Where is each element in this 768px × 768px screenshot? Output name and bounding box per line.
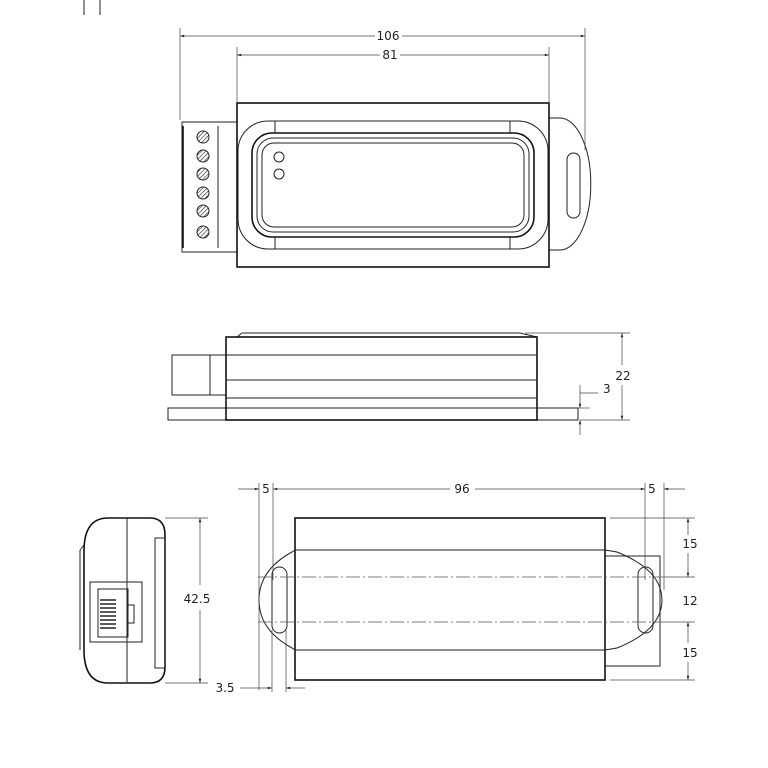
side-view: 22 3 <box>167 332 631 435</box>
dim-body-length: 81 <box>382 48 397 62</box>
base-plate <box>258 549 663 651</box>
terminal-block <box>181 121 238 253</box>
enclosure-body <box>236 102 550 268</box>
dim-right-margin: 5 <box>648 482 656 496</box>
connector-side <box>171 354 227 396</box>
dim-slot-spacing: 96 <box>454 482 469 496</box>
led-indicator <box>273 168 285 180</box>
bottom-view: 5 96 5 15 12 15 3.5 <box>215 482 697 695</box>
corner-marks <box>83 0 101 15</box>
screw-icon <box>196 149 210 163</box>
screw-icon <box>196 225 210 239</box>
enclosure-end <box>83 517 166 684</box>
display-window <box>261 142 525 228</box>
mounting-slot-right <box>637 566 654 634</box>
led-indicator <box>273 151 285 163</box>
dim-slot-length: 12 <box>682 594 697 608</box>
dim-height: 22 <box>615 369 630 383</box>
mounting-tab-right <box>549 117 592 251</box>
dim-left-margin: 5 <box>262 482 270 496</box>
mounting-flange <box>167 407 579 421</box>
enclosure-bottom <box>294 517 606 681</box>
dim-overall-length: 106 <box>377 29 400 43</box>
dim-top-offset: 15 <box>682 537 697 551</box>
top-view: 106 81 <box>179 28 592 268</box>
screw-icon <box>196 167 210 181</box>
screw-icon <box>196 204 210 218</box>
dim-slot-width: 3.5 <box>215 681 234 695</box>
enclosure-side <box>225 336 538 421</box>
dim-end-width: 42.5 <box>184 592 211 606</box>
dim-bottom-offset: 15 <box>682 646 697 660</box>
rj45-port-icon <box>89 581 143 643</box>
dim-flange-thickness: 3 <box>603 382 611 396</box>
terminal-screws <box>196 130 210 239</box>
end-view: 42.5 <box>79 517 211 684</box>
screw-icon <box>196 130 210 144</box>
mounting-slot-left <box>271 566 288 634</box>
screw-icon <box>196 186 210 200</box>
mounting-slot <box>566 152 581 219</box>
